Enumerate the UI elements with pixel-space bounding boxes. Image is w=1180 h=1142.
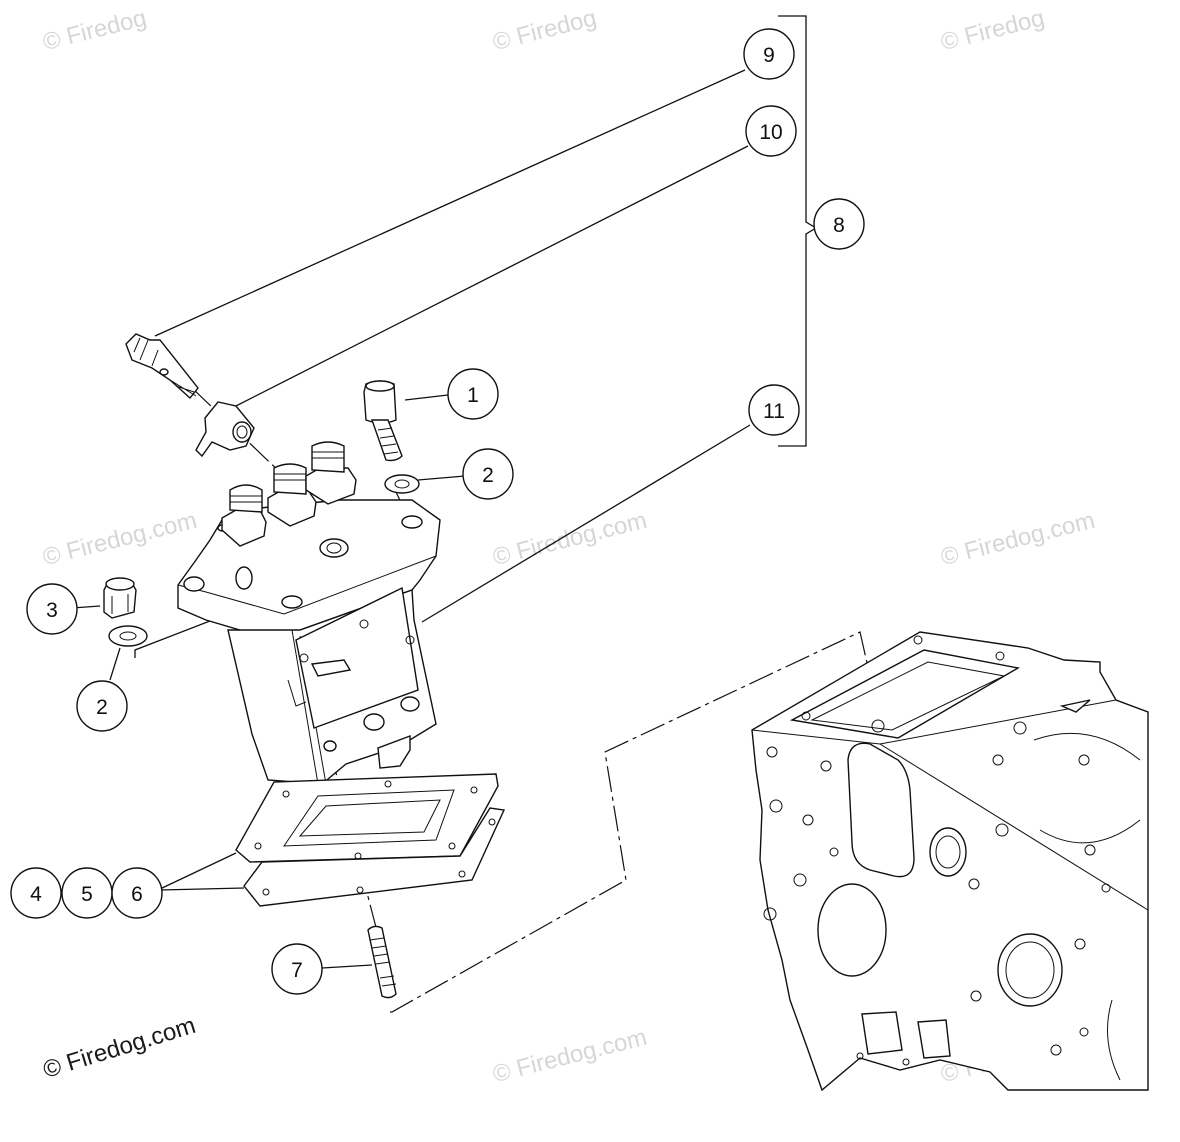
- gasket-upper: [235, 773, 499, 863]
- banjo-bolt: [125, 333, 199, 400]
- callout-10[interactable]: 10: [745, 105, 797, 157]
- gasket-lower: [243, 807, 506, 907]
- svg-text:11: 11: [763, 400, 785, 423]
- callout-9[interactable]: 9: [743, 28, 795, 80]
- svg-text:1: 1: [467, 384, 479, 407]
- svg-text:4: 4: [30, 883, 42, 906]
- callout-11[interactable]: 11: [748, 384, 800, 436]
- svg-text:3: 3: [46, 599, 58, 622]
- callout-5[interactable]: 5: [61, 867, 113, 919]
- engine-block: [751, 631, 1149, 1092]
- washer: [108, 625, 148, 647]
- svg-text:9: 9: [763, 44, 775, 67]
- callout-4[interactable]: 4: [10, 867, 62, 919]
- group-bracket: [778, 15, 818, 447]
- svg-text:8: 8: [833, 214, 845, 237]
- svg-text:5: 5: [81, 883, 93, 906]
- banjo-fitting: [195, 401, 255, 458]
- svg-text:10: 10: [759, 121, 782, 144]
- washer: [384, 474, 420, 494]
- callout-8[interactable]: 8: [813, 198, 865, 250]
- injection-pump: [177, 441, 441, 785]
- callout-2[interactable]: 2: [76, 680, 128, 732]
- cap-screw: [363, 380, 403, 462]
- svg-text:6: 6: [131, 883, 143, 906]
- stud: [367, 925, 397, 999]
- callout-3[interactable]: 3: [26, 583, 78, 635]
- callout-1[interactable]: 1: [447, 368, 499, 420]
- callouts: 1 2 2 3 4 5 6 7: [10, 28, 865, 995]
- callout-2[interactable]: 2: [462, 448, 514, 500]
- callout-7[interactable]: 7: [271, 943, 323, 995]
- callout-6[interactable]: 6: [111, 867, 163, 919]
- nut: [103, 577, 137, 619]
- svg-text:2: 2: [482, 464, 494, 487]
- svg-text:2: 2: [96, 696, 108, 719]
- svg-text:7: 7: [291, 959, 303, 982]
